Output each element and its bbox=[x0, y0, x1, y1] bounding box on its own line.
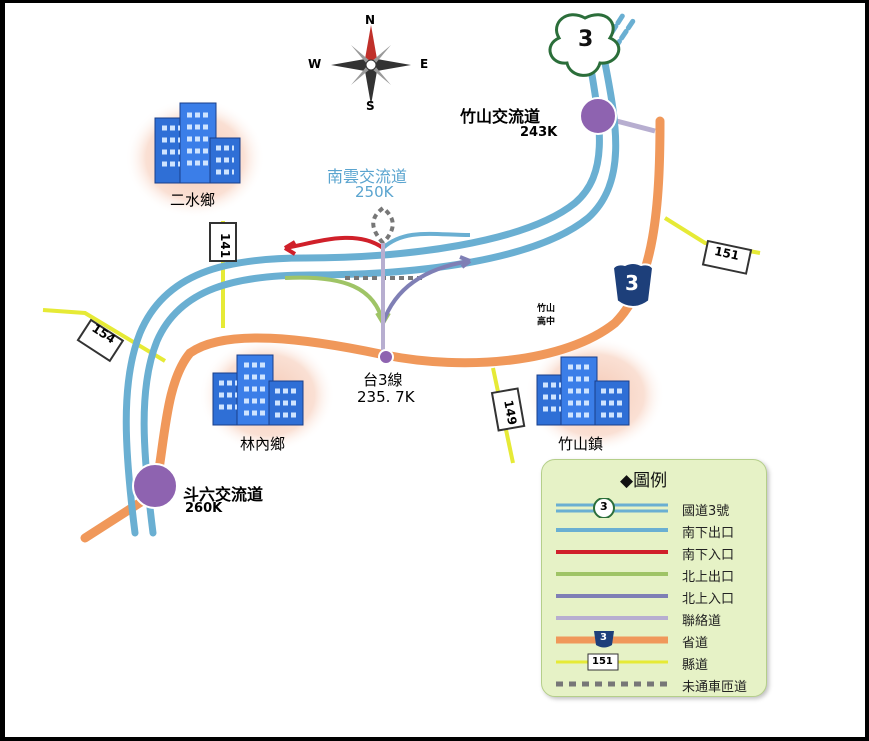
legend-label-freeway: 國道3號 bbox=[682, 504, 730, 519]
legend-title: ◆圖例 bbox=[620, 471, 668, 491]
map-legend: ◆圖例 國道3號 3 南下出口 南下入口 北上出口 北上入口 聯絡道 省道 3 bbox=[541, 459, 767, 697]
provincial-junction-marker[interactable] bbox=[378, 349, 394, 365]
legend-provincial-badge: 3 bbox=[600, 632, 607, 643]
zhushan-interchange-km: 243K bbox=[520, 125, 558, 140]
county-shield-151 bbox=[701, 239, 753, 275]
legend-label-county: 縣道 bbox=[682, 658, 709, 673]
place-zhushan-school: 竹山 高中 bbox=[537, 304, 556, 327]
legend-row-unopened: 未通車匝道 bbox=[542, 674, 766, 695]
legend-row-north-entrance: 北上入口 bbox=[542, 586, 766, 607]
town-icon-linnei bbox=[199, 337, 335, 453]
provincial-road-name: 台3線 bbox=[363, 371, 403, 389]
compass-n: N bbox=[365, 13, 376, 27]
compass-s: S bbox=[366, 99, 375, 113]
legend-county-badge: 151 bbox=[592, 656, 613, 667]
provincial-shield-number: 3 bbox=[625, 271, 639, 295]
legend-row-provincial: 省道 3 bbox=[542, 630, 766, 651]
legend-label-north-entrance: 北上入口 bbox=[682, 592, 735, 607]
county-shield-141 bbox=[209, 222, 237, 262]
douliu-interchange-name: 斗六交流道 bbox=[183, 485, 264, 504]
douliu-interchange-km: 260K bbox=[185, 501, 223, 516]
freeway-shield-number: 3 bbox=[578, 27, 594, 52]
map-canvas: N S E W 3 3 141 154 151 149 竹山交流道 243K 南… bbox=[5, 3, 865, 737]
zhushan-interchange-marker[interactable] bbox=[579, 97, 617, 135]
legend-row-north-exit: 北上出口 bbox=[542, 564, 766, 585]
legend-row-south-exit: 南下出口 bbox=[542, 520, 766, 541]
provincial-shield-icon bbox=[611, 262, 655, 308]
county-shield-154 bbox=[76, 318, 125, 363]
nanyun-interchange-km: 250K bbox=[355, 183, 394, 201]
compass-w: W bbox=[308, 57, 322, 71]
legend-label-south-entrance: 南下入口 bbox=[682, 548, 735, 563]
legend-row-county: 縣道 151 bbox=[542, 652, 766, 673]
place-ershui: 二水鄉 bbox=[170, 191, 216, 209]
legend-label-unopened: 未通車匝道 bbox=[682, 680, 748, 695]
place-linnei: 林內鄉 bbox=[240, 435, 286, 453]
legend-freeway-badge: 3 bbox=[600, 500, 608, 513]
legend-label-connector: 聯絡道 bbox=[682, 614, 722, 629]
legend-row-freeway: 國道3號 3 bbox=[542, 497, 766, 519]
freeway-shield-icon bbox=[548, 13, 621, 77]
county-shield-149 bbox=[490, 387, 526, 432]
map-graphics bbox=[42, 12, 761, 543]
zhushan-interchange-name: 竹山交流道 bbox=[460, 107, 541, 126]
douliu-interchange-marker[interactable] bbox=[132, 463, 178, 509]
legend-label-provincial: 省道 bbox=[682, 636, 709, 651]
compass-e: E bbox=[420, 57, 429, 71]
town-icon-ershui bbox=[125, 98, 265, 218]
compass-rose-icon bbox=[331, 25, 411, 105]
town-icon-zhushan bbox=[525, 337, 665, 453]
nanyun-interchange-name: 南雲交流道 bbox=[327, 167, 408, 186]
ramps bbox=[283, 231, 472, 355]
legend-row-connector: 聯絡道 bbox=[542, 608, 766, 629]
legend-row-south-entrance: 南下入口 bbox=[542, 542, 766, 563]
legend-label-south-exit: 南下出口 bbox=[682, 526, 735, 541]
legend-label-north-exit: 北上出口 bbox=[682, 570, 735, 585]
county-141-label: 141 bbox=[218, 233, 232, 259]
place-zhushan-town: 竹山鎮 bbox=[558, 435, 604, 453]
freeway-3 bbox=[122, 12, 636, 537]
provincial-road-km: 235. 7K bbox=[357, 388, 415, 406]
